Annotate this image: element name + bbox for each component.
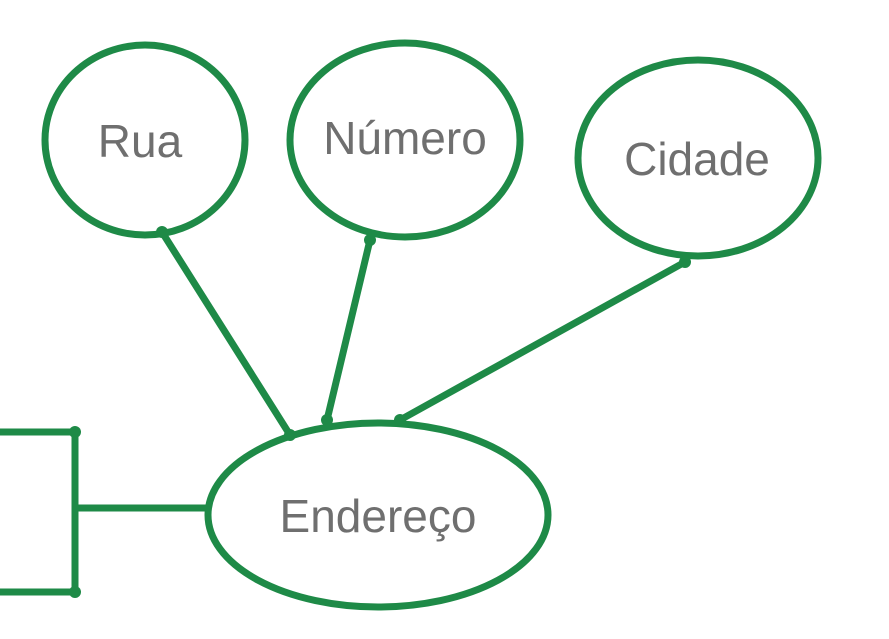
connector-rua-endereco [158,228,294,439]
joint-dot [69,426,81,438]
connector-cidade-endereco [396,258,689,424]
attribute-cidade [574,56,822,260]
attribute-numero-label: Número [323,112,487,164]
joint-dot [364,234,376,246]
joint-dot [321,414,333,426]
joint-dot [394,414,406,426]
attribute-cidade-label: Cidade [624,133,770,185]
entity-box [0,428,79,596]
composite-attribute-endereco [204,419,552,611]
attribute-rua [41,41,249,239]
composite-attribute-label: Endereço [280,490,477,542]
joint-dot [69,586,81,598]
attribute-rua-label: Rua [98,115,183,167]
connector-numero-endereco [323,236,374,424]
joint-dot [284,429,296,441]
joint-dot [156,226,168,238]
joint-dot [679,256,691,268]
attribute-numero [286,39,524,241]
